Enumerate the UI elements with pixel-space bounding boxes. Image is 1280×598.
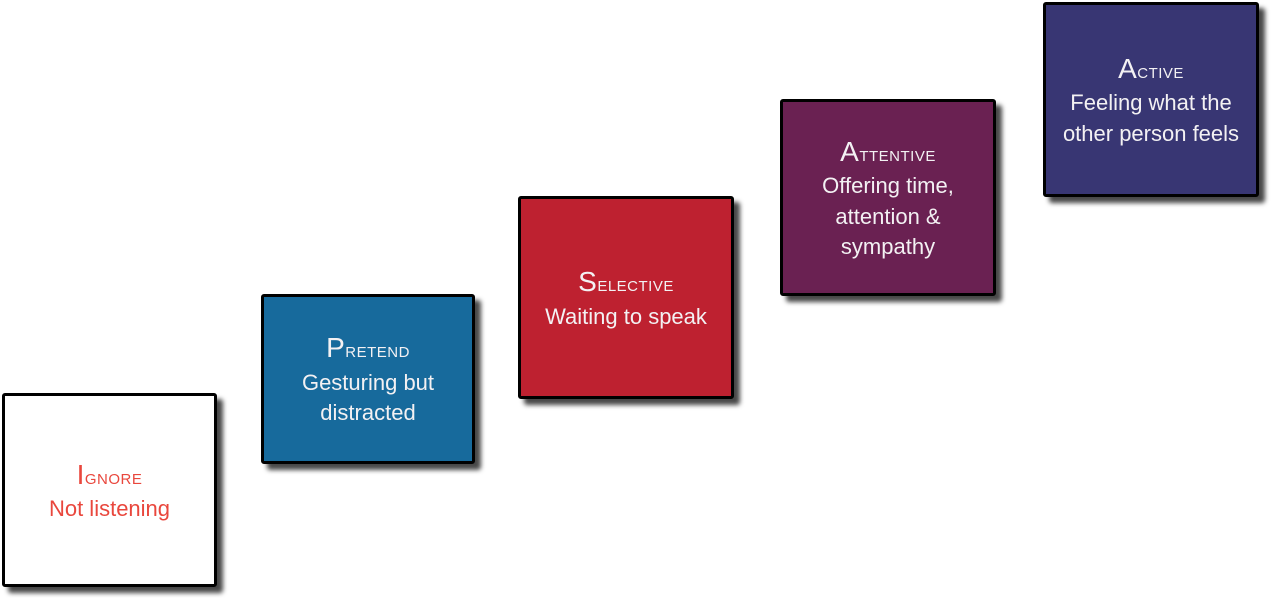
step-pretend-description: Gesturing but distracted <box>301 369 435 426</box>
step-selective-title: Selective <box>578 266 674 297</box>
step-attentive-title: Attentive <box>840 135 936 167</box>
step-attentive: Attentive Offering time, attention & sym… <box>780 99 996 296</box>
step-pretend-title: Pretend <box>326 332 410 364</box>
step-active-description: Feeling what the other person feels <box>1062 90 1240 146</box>
step-selective-description: Waiting to speak <box>545 303 707 329</box>
step-selective: Selective Waiting to speak <box>518 196 734 399</box>
step-active: Active Feeling what the other person fee… <box>1043 2 1259 197</box>
step-ignore: Ignore Not listening <box>2 393 217 587</box>
step-ignore-description: Not listening <box>48 496 171 522</box>
step-ignore-title: Ignore <box>76 458 143 490</box>
step-pretend: Pretend Gesturing but distracted <box>261 294 475 464</box>
step-active-title: Active <box>1118 52 1184 84</box>
step-attentive-description: Offering time, attention & sympathy <box>822 173 954 259</box>
